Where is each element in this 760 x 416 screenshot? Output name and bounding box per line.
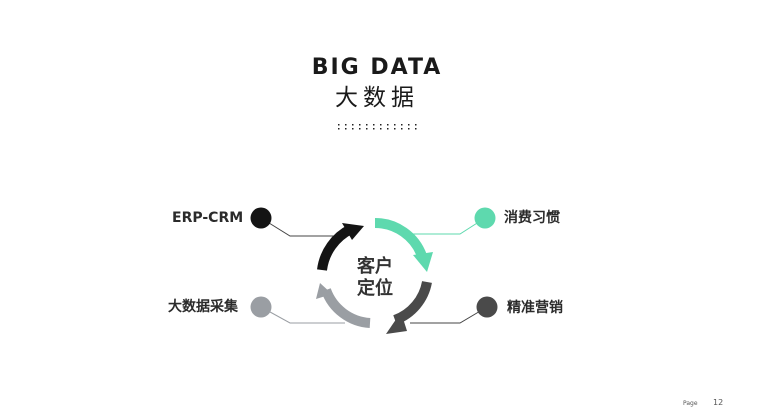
title-cn: 大数据	[335, 85, 419, 111]
arrow-teal	[374, 218, 433, 272]
center-line1: 客户	[357, 256, 393, 277]
footer-page-label: Page	[683, 400, 698, 407]
label-erp-crm: ERP-CRM	[172, 210, 244, 226]
connector-consumption	[408, 217, 486, 235]
node-collection	[250, 296, 272, 318]
center-line2: 定位	[357, 278, 393, 299]
arrow-light-gray	[316, 283, 371, 328]
node-marketing	[476, 296, 498, 318]
label-big-data-collection: 大数据采集	[168, 299, 238, 315]
center-label: 客户 定位	[345, 256, 405, 300]
connector-collection	[260, 306, 345, 324]
arrow-black	[317, 223, 364, 271]
connector-erp-crm	[260, 217, 340, 237]
footer-page-number: 12	[713, 398, 724, 407]
decorative-dots	[338, 124, 417, 130]
label-precision-marketing: 精准营销	[507, 300, 563, 316]
label-consumption-habits: 消费习惯	[504, 210, 560, 226]
connector-marketing	[410, 306, 488, 324]
arrow-dark-gray	[386, 280, 432, 334]
title-en: BIG DATA	[311, 55, 443, 80]
node-consumption	[474, 207, 496, 229]
node-erp-crm	[250, 207, 272, 229]
